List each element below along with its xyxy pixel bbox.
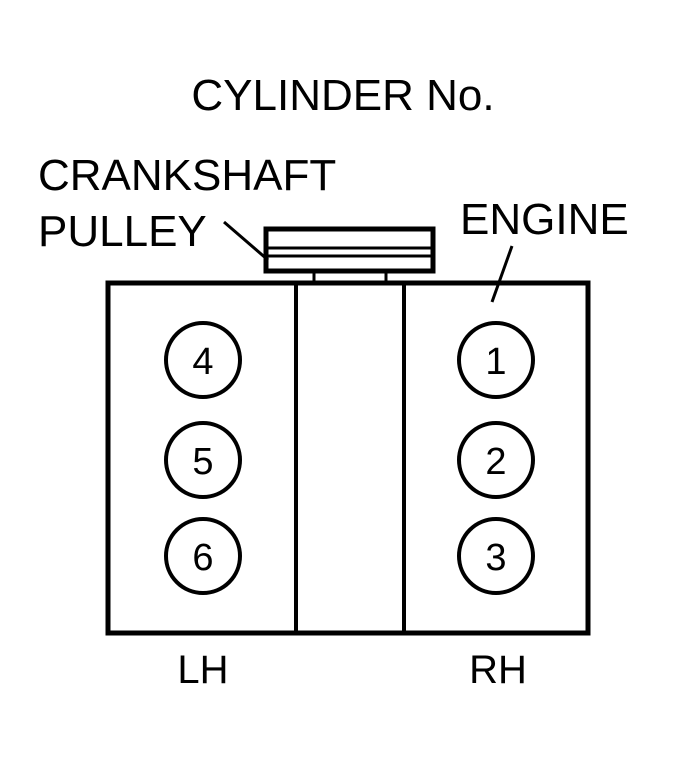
lh-label: LH — [177, 648, 228, 692]
cylinder-2: 2 — [457, 421, 535, 499]
cylinder-number: 3 — [485, 537, 506, 579]
rh-label: RH — [469, 648, 527, 692]
cylinder-number: 1 — [485, 341, 506, 383]
engine-label: ENGINE — [460, 195, 629, 244]
cylinder-number: 6 — [192, 537, 213, 579]
engine-leader-line — [490, 245, 514, 303]
crankshaft-pulley-leader-line — [223, 220, 269, 262]
engine-block — [105, 280, 591, 636]
crankshaft-pulley — [263, 226, 436, 283]
cylinder-4: 4 — [164, 321, 242, 399]
cylinder-6: 6 — [164, 517, 242, 595]
cylinder-1: 1 — [457, 321, 535, 399]
diagram-title: CYLINDER No. — [191, 71, 494, 120]
lh-bank: 4 5 6 — [164, 321, 242, 595]
cylinder-3: 3 — [457, 517, 535, 595]
cylinder-5: 5 — [164, 421, 242, 499]
crankshaft-label-line1: CRANKSHAFT — [38, 151, 336, 200]
cylinder-number: 4 — [192, 341, 213, 383]
cylinder-number: 5 — [192, 441, 213, 483]
rh-bank: 1 2 3 — [457, 321, 535, 595]
cylinder-number: 2 — [485, 441, 506, 483]
crankshaft-label-line2: PULLEY — [38, 207, 207, 256]
